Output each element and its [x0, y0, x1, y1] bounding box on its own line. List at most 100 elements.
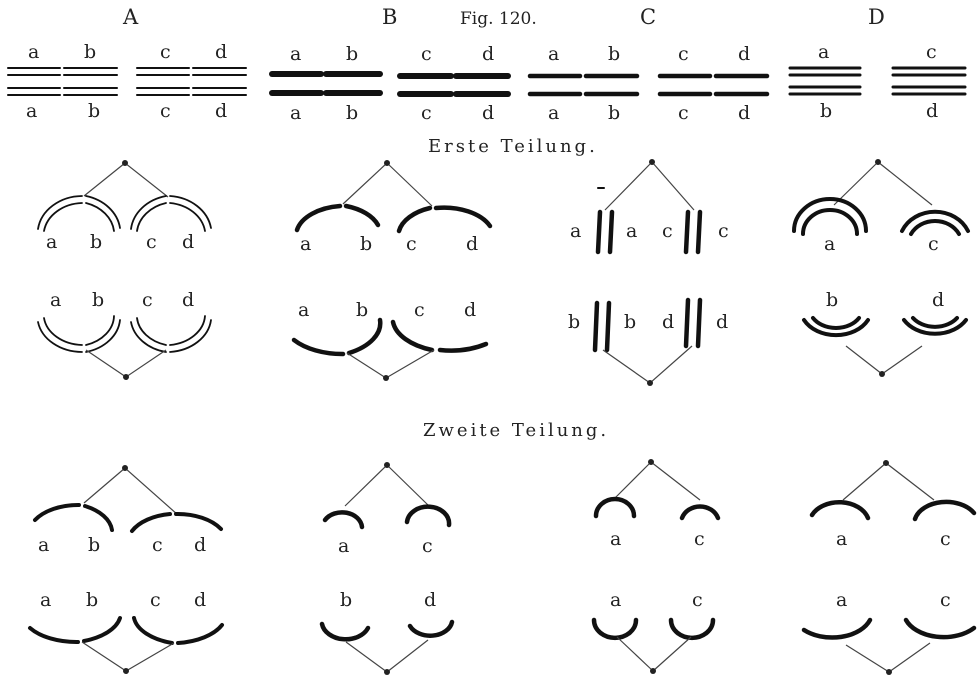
label-a: a — [50, 289, 61, 311]
section-title-second-division: Zweite Teilung. — [423, 420, 609, 441]
top-label-d-lower: d — [215, 100, 227, 122]
top-label-d-lower: d — [482, 102, 494, 124]
top-label-c-lower: c — [678, 102, 689, 124]
spindle-pole — [122, 160, 128, 166]
second-division-a: a b c d a b c d — [28, 465, 224, 674]
top-label-a-upper: a — [818, 41, 829, 63]
label-d: d — [182, 289, 194, 311]
spindle-pole — [123, 374, 129, 380]
label-b: b — [624, 311, 636, 333]
top-label-a-lower: a — [26, 100, 37, 122]
label-c: c — [406, 233, 417, 255]
label-c: c — [152, 534, 163, 556]
top-label-b-lower: b — [88, 100, 100, 122]
top-chromosomes-d: a c b d — [788, 41, 967, 122]
top-label-a-upper: a — [28, 41, 39, 63]
column-label-d: D — [868, 5, 885, 29]
label-b: b — [360, 233, 372, 255]
spindle-pole — [883, 460, 889, 466]
label-a: a — [824, 233, 835, 255]
top-label-a-lower: a — [548, 102, 559, 124]
column-label-a: A — [122, 5, 139, 29]
label-c: c — [662, 220, 673, 242]
label-c: c — [718, 220, 729, 242]
top-label-d-upper: d — [738, 43, 750, 65]
top-label-a-upper: a — [548, 43, 559, 65]
label-c: c — [146, 231, 157, 253]
spindle-pole — [647, 380, 653, 386]
spindle-pole — [649, 159, 655, 165]
top-chromosomes-a: a b c d a b c d — [7, 41, 247, 122]
label-c: c — [422, 535, 433, 557]
label-b: b — [88, 534, 100, 556]
label-b: b — [90, 231, 102, 253]
top-label-d-lower: d — [738, 102, 750, 124]
second-division-c: a c a c — [591, 459, 721, 674]
top-label-c-lower: c — [160, 100, 171, 122]
label-a: a — [40, 589, 51, 611]
label-c: c — [940, 528, 951, 550]
label-c: c — [142, 289, 153, 311]
label-a: a — [836, 528, 847, 550]
spindle-pole — [123, 668, 129, 674]
spindle-pole — [648, 459, 654, 465]
label-a: a — [338, 535, 349, 557]
label-d: d — [716, 311, 728, 333]
top-chromosomes-c: a b c d a b c d — [527, 43, 770, 124]
first-division-c: a a c c b b d d — [568, 159, 729, 386]
spindle-pole — [879, 371, 885, 377]
label-b: b — [826, 289, 838, 311]
label-a: a — [610, 589, 621, 611]
label-d: d — [466, 233, 478, 255]
top-label-a-upper: a — [290, 43, 301, 65]
spindle-pole — [384, 669, 390, 675]
top-label-d-upper: d — [482, 43, 494, 65]
spindle-pole — [384, 160, 390, 166]
label-d: d — [424, 589, 436, 611]
spindle-pole — [384, 462, 390, 468]
spindle-pole — [383, 375, 389, 381]
first-division-d: a c b d — [792, 159, 970, 377]
top-chromosomes-b: a b c d a b c d — [269, 43, 511, 124]
label-a: a — [836, 589, 847, 611]
label-b: b — [340, 589, 352, 611]
label-a: a — [300, 233, 311, 255]
second-division-b: a c b d — [319, 462, 455, 675]
top-label-d-lower: d — [926, 100, 938, 122]
top-label-b-upper: b — [608, 43, 620, 65]
top-label-b-upper: b — [346, 43, 358, 65]
top-label-c-lower: c — [421, 102, 432, 124]
spindle-pole — [650, 668, 656, 674]
top-label-c-upper: c — [926, 41, 937, 63]
top-label-a-lower: a — [290, 102, 301, 124]
label-c: c — [414, 299, 425, 321]
label-c: c — [928, 233, 939, 255]
section-title-first-division: Erste Teilung. — [428, 136, 598, 157]
label-a: a — [626, 220, 637, 242]
label-a: a — [298, 299, 309, 321]
label-a: a — [610, 528, 621, 550]
label-b: b — [86, 589, 98, 611]
spindle-pole — [886, 669, 892, 675]
spindle-pole — [122, 465, 128, 471]
first-division-a: a b c d a b c d — [37, 160, 212, 380]
label-d: d — [182, 231, 194, 253]
label-b: b — [568, 311, 580, 333]
top-label-c-upper: c — [160, 41, 171, 63]
label-d: d — [194, 534, 206, 556]
top-label-b-lower: b — [820, 100, 832, 122]
spindle-pole — [875, 159, 881, 165]
label-c: c — [150, 589, 161, 611]
top-label-c-upper: c — [421, 43, 432, 65]
top-label-b-lower: b — [346, 102, 358, 124]
label-d: d — [194, 589, 206, 611]
column-label-c: C — [640, 5, 656, 29]
label-c: c — [692, 589, 703, 611]
figure-number: Fig. 120. — [460, 9, 537, 29]
second-division-d: a c a c — [801, 460, 977, 675]
label-d: d — [932, 289, 944, 311]
label-b: b — [92, 289, 104, 311]
label-d: d — [464, 299, 476, 321]
label-a: a — [38, 534, 49, 556]
